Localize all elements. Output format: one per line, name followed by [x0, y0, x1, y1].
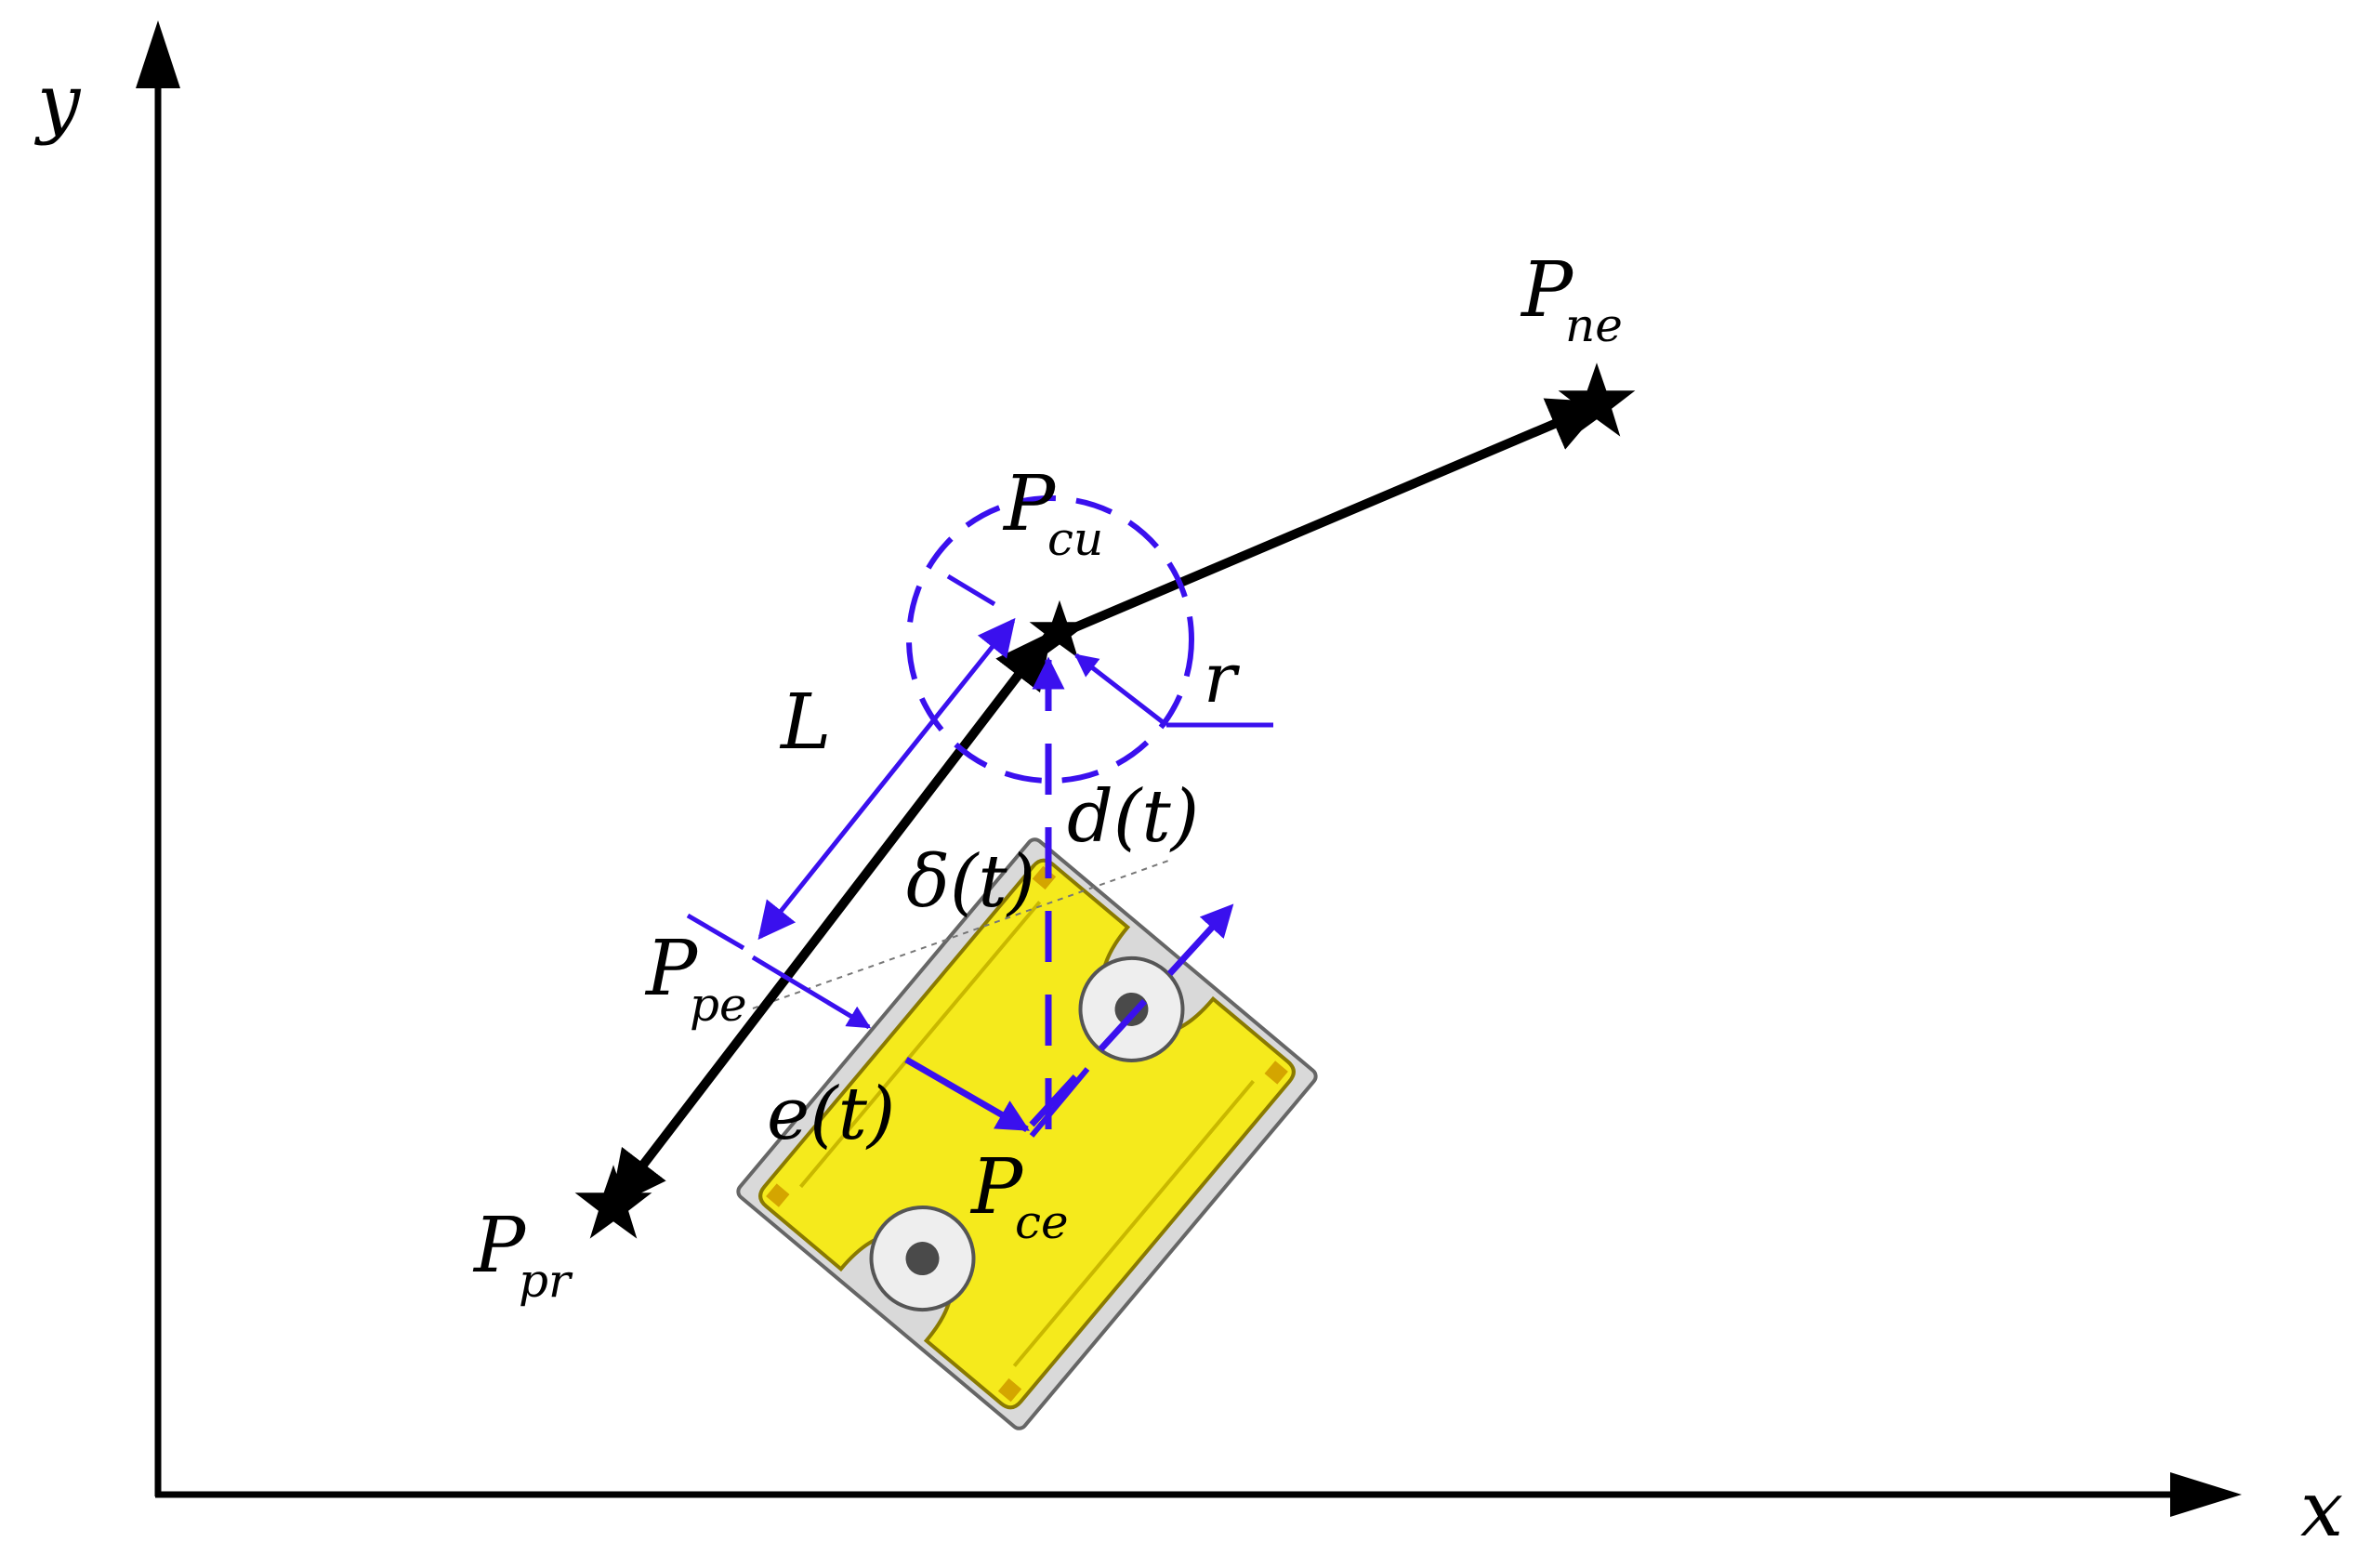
- point-labels: P pr P pe P cu P ne P ce: [472, 246, 1623, 1308]
- radius-label: r: [1204, 639, 1241, 718]
- cross-track-error-label: e(t): [767, 1073, 895, 1156]
- y-axis-label: y: [33, 59, 82, 147]
- lookahead-dimension-arrow: [757, 617, 1016, 941]
- path-segment-next: [1062, 398, 1606, 637]
- label-p-cu-sub: cu: [1047, 512, 1103, 566]
- label-p-pe-sub: pe: [690, 978, 747, 1032]
- label-p-cu: P cu: [1002, 460, 1103, 566]
- star-icon: [1558, 362, 1636, 437]
- coordinate-axes: y x: [33, 20, 2343, 1554]
- angle-label: δ(t): [906, 840, 1035, 924]
- label-p-ne: P ne: [1520, 246, 1623, 352]
- label-p-ce: P ce: [969, 1143, 1069, 1249]
- cross-track-error-arrow-2: [904, 1056, 1031, 1133]
- star-icon: [574, 1165, 652, 1239]
- label-p-ce-sub: ce: [1015, 1195, 1069, 1249]
- thruster-hub-left: [905, 1242, 940, 1276]
- label-p-pr-sub: pr: [519, 1254, 573, 1308]
- label-p-pr-main: P: [472, 1202, 527, 1290]
- label-p-cu-main: P: [1002, 460, 1057, 548]
- star-icon: [1029, 600, 1090, 658]
- lookahead-tick-top: [946, 573, 996, 607]
- label-p-ne-main: P: [1520, 246, 1574, 335]
- robot-bolt-3: [997, 1377, 1022, 1403]
- distance-label: d(t): [1067, 775, 1199, 859]
- label-p-pr: P pr: [472, 1202, 573, 1308]
- robot-bolt-4: [1264, 1061, 1288, 1085]
- label-p-ne-sub: ne: [1565, 298, 1623, 352]
- label-p-pe: P pe: [644, 925, 747, 1032]
- x-axis-label: x: [2300, 1466, 2343, 1554]
- thruster-hub-right: [1114, 992, 1149, 1026]
- lookahead-label: L: [779, 679, 831, 767]
- annotation-labels: L r d(t) δ(t) e(t): [767, 639, 1241, 1156]
- y-axis-arrowhead: [136, 20, 180, 88]
- acceptance-circle: [906, 495, 1194, 784]
- reference-line: [752, 859, 1172, 1009]
- body-axis: [1029, 1067, 1090, 1138]
- radius-arrow: [1074, 653, 1168, 727]
- heading-arrow: [1029, 903, 1234, 1127]
- cross-track-error-arrow: [751, 955, 872, 1030]
- label-p-pe-main: P: [644, 925, 699, 1013]
- lookahead-tick-bottom: [686, 913, 745, 951]
- construction-geometry: [686, 495, 1273, 1138]
- x-axis-arrowhead: [2170, 1472, 2242, 1517]
- waypoints: [574, 362, 1636, 1239]
- label-p-ce-main: P: [969, 1143, 1024, 1232]
